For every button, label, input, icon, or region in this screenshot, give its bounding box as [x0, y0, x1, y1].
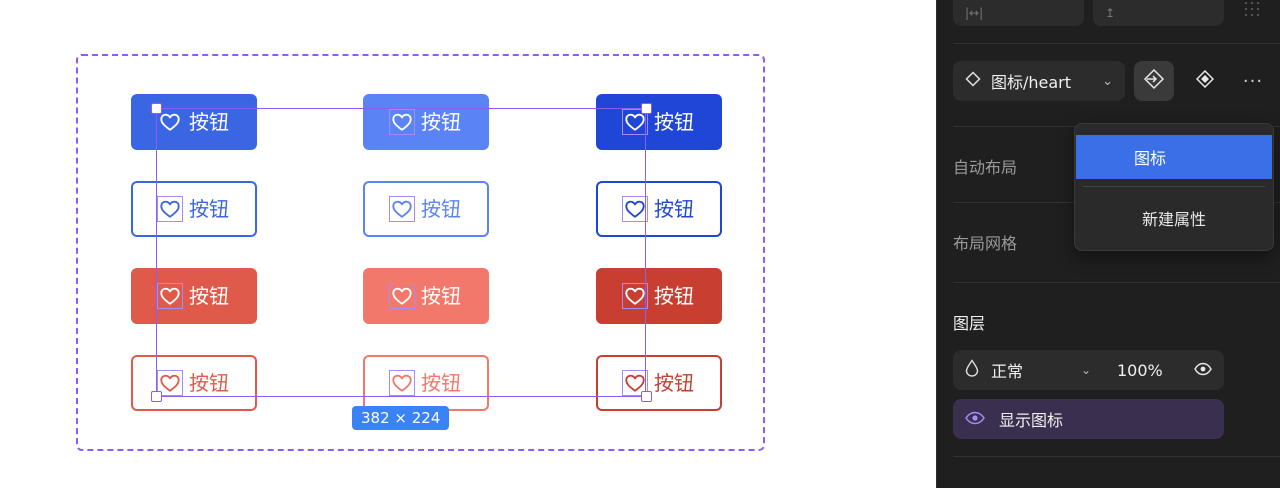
go-to-main-component-button[interactable] [1185, 61, 1225, 101]
more-icon: ··· [1242, 70, 1264, 92]
divider [953, 282, 1280, 283]
blend-mode-value: 正常 [991, 362, 1024, 381]
heart-icon [389, 196, 415, 222]
component-set-frame[interactable] [76, 54, 765, 451]
button-label: 按钮 [421, 371, 461, 395]
button-variant-blue-pressed[interactable]: 按钮 [596, 94, 722, 150]
heart-icon [389, 370, 415, 396]
button-variant-red-default[interactable]: 按钮 [131, 268, 257, 324]
constraints-grid-icon[interactable] [1245, 2, 1261, 16]
divider [953, 43, 1280, 44]
drop-icon [965, 359, 979, 381]
divider [953, 456, 1280, 457]
button-label: 按钮 [654, 284, 694, 308]
button-variant-blue-hover[interactable]: 按钮 [363, 94, 489, 150]
layer-blend-row: 正常 ⌄ 100% [953, 350, 1224, 390]
button-variant-red-outline-pressed[interactable]: 按钮 [596, 355, 722, 411]
selection-size-badge: 382 × 224 [352, 406, 450, 430]
height-field[interactable]: ↥ [1093, 0, 1224, 26]
more-options-button[interactable]: ··· [1235, 61, 1271, 101]
property-dropdown-menu: 图标 新建属性 [1074, 123, 1274, 251]
button-label: 按钮 [654, 110, 694, 134]
vertical-resize-icon: ↥ [1105, 6, 1116, 20]
heart-icon [389, 109, 415, 135]
component-icon [1195, 69, 1215, 92]
heart-icon [157, 283, 183, 309]
resize-handle-bottom-right[interactable] [641, 391, 652, 402]
button-label: 按钮 [654, 197, 694, 221]
chevron-down-icon: ⌄ [1102, 73, 1113, 89]
button-variant-red-outline-hover[interactable]: 按钮 [363, 355, 489, 411]
button-variant-blue-outline-pressed[interactable]: 按钮 [596, 181, 722, 237]
swap-instance-button[interactable] [1134, 61, 1174, 101]
auto-layout-label[interactable]: 自动布局 [953, 158, 1018, 177]
heart-icon [622, 283, 648, 309]
menu-item-icon-property[interactable]: 图标 [1076, 135, 1272, 179]
button-variant-blue-outline-hover[interactable]: 按钮 [363, 181, 489, 237]
show-icon-label: 显示图标 [999, 411, 1064, 430]
horizontal-resize-icon: |↔| [965, 6, 984, 20]
layer-section-title: 图层 [953, 314, 986, 333]
opacity-input[interactable]: 100% [1117, 360, 1163, 380]
design-canvas[interactable]: 按钮 按钮 按钮 按钮 按钮 按钮 按钮 按钮 按钮 按钮 按钮 [0, 0, 936, 488]
heart-icon [622, 109, 648, 135]
resize-handle-bottom-left[interactable] [151, 391, 162, 402]
button-label: 按钮 [421, 197, 461, 221]
heart-icon [622, 370, 648, 396]
heart-icon [622, 196, 648, 222]
blend-mode-select[interactable]: 正常 ⌄ [953, 358, 1103, 382]
resize-handle-top-right[interactable] [641, 103, 652, 114]
button-label: 按钮 [189, 197, 229, 221]
button-variant-red-outline-default[interactable]: 按钮 [131, 355, 257, 411]
layer-visibility-toggle[interactable] [1194, 361, 1224, 380]
width-field[interactable]: |↔| [953, 0, 1084, 26]
layout-grid-label[interactable]: 布局网格 [953, 234, 1018, 253]
button-variant-blue-default[interactable]: 按钮 [131, 94, 257, 150]
heart-icon [159, 111, 181, 133]
button-label: 按钮 [189, 371, 229, 395]
component-name: 图标/heart [991, 73, 1072, 92]
button-variant-blue-outline-default[interactable]: 按钮 [131, 181, 257, 237]
swap-instance-icon [1143, 68, 1165, 94]
button-label: 按钮 [421, 284, 461, 308]
heart-icon [157, 370, 183, 396]
heart-icon [157, 196, 183, 222]
button-label: 按钮 [421, 110, 461, 134]
button-variant-red-pressed[interactable]: 按钮 [596, 268, 722, 324]
button-label: 按钮 [189, 284, 229, 308]
heart-icon [389, 283, 415, 309]
chevron-down-icon: ⌄ [1080, 363, 1091, 377]
menu-divider [1083, 186, 1265, 187]
eye-icon [1194, 361, 1212, 380]
eye-icon [965, 410, 985, 429]
resize-handle-top-left[interactable] [151, 103, 162, 114]
button-variant-red-hover[interactable]: 按钮 [363, 268, 489, 324]
button-label: 按钮 [189, 110, 229, 134]
button-label: 按钮 [654, 371, 694, 395]
menu-item-new-property[interactable]: 新建属性 [1141, 210, 1206, 229]
component-diamond-icon [965, 71, 981, 91]
show-icon-property-row[interactable]: 显示图标 [953, 399, 1224, 439]
component-instance-select[interactable]: 图标/heart ⌄ [953, 61, 1125, 101]
